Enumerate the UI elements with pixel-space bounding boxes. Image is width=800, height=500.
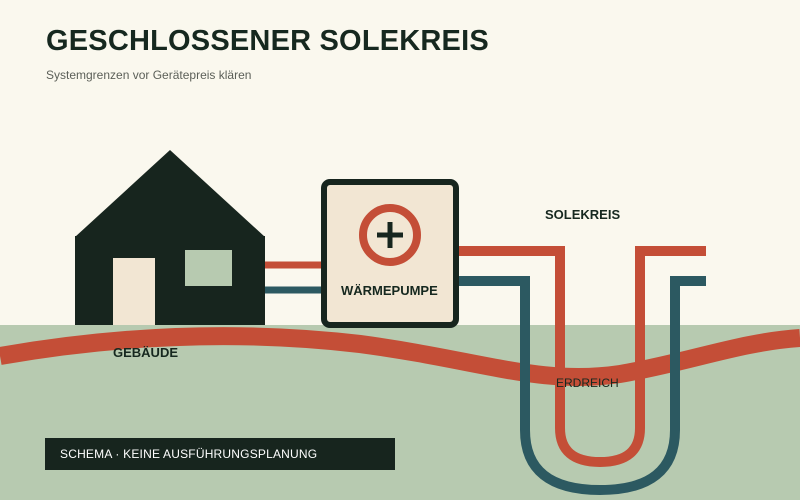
soil-label: ERDREICH — [556, 376, 619, 390]
house-door — [113, 258, 155, 325]
page-title: GESCHLOSSENER SOLEKREIS — [46, 25, 489, 57]
brine-supply-loop — [456, 246, 706, 468]
house-body — [75, 236, 265, 325]
building-label: GEBÄUDE — [113, 345, 179, 360]
footer-note: SCHEMA · KEINE AUSFÜHRUNGSPLANUNG — [45, 438, 395, 470]
plus-in-circle-icon — [359, 204, 421, 266]
house-icon — [75, 150, 265, 325]
soil-wave-band — [0, 327, 800, 387]
footer-text: SCHEMA · KEINE AUSFÜHRUNGSPLANUNG — [60, 447, 318, 461]
brine-loop-label: SOLEKREIS — [545, 207, 621, 222]
heat-pump-label: WÄRMEPUMPE — [341, 283, 438, 298]
brine-return-loop — [456, 276, 706, 496]
house-window — [185, 250, 232, 286]
page-subtitle: Systemgrenzen vor Gerätepreis klären — [46, 68, 252, 82]
house-roof — [75, 150, 265, 237]
heat-pump-box — [321, 179, 459, 328]
heat-pump-unit — [321, 179, 459, 328]
